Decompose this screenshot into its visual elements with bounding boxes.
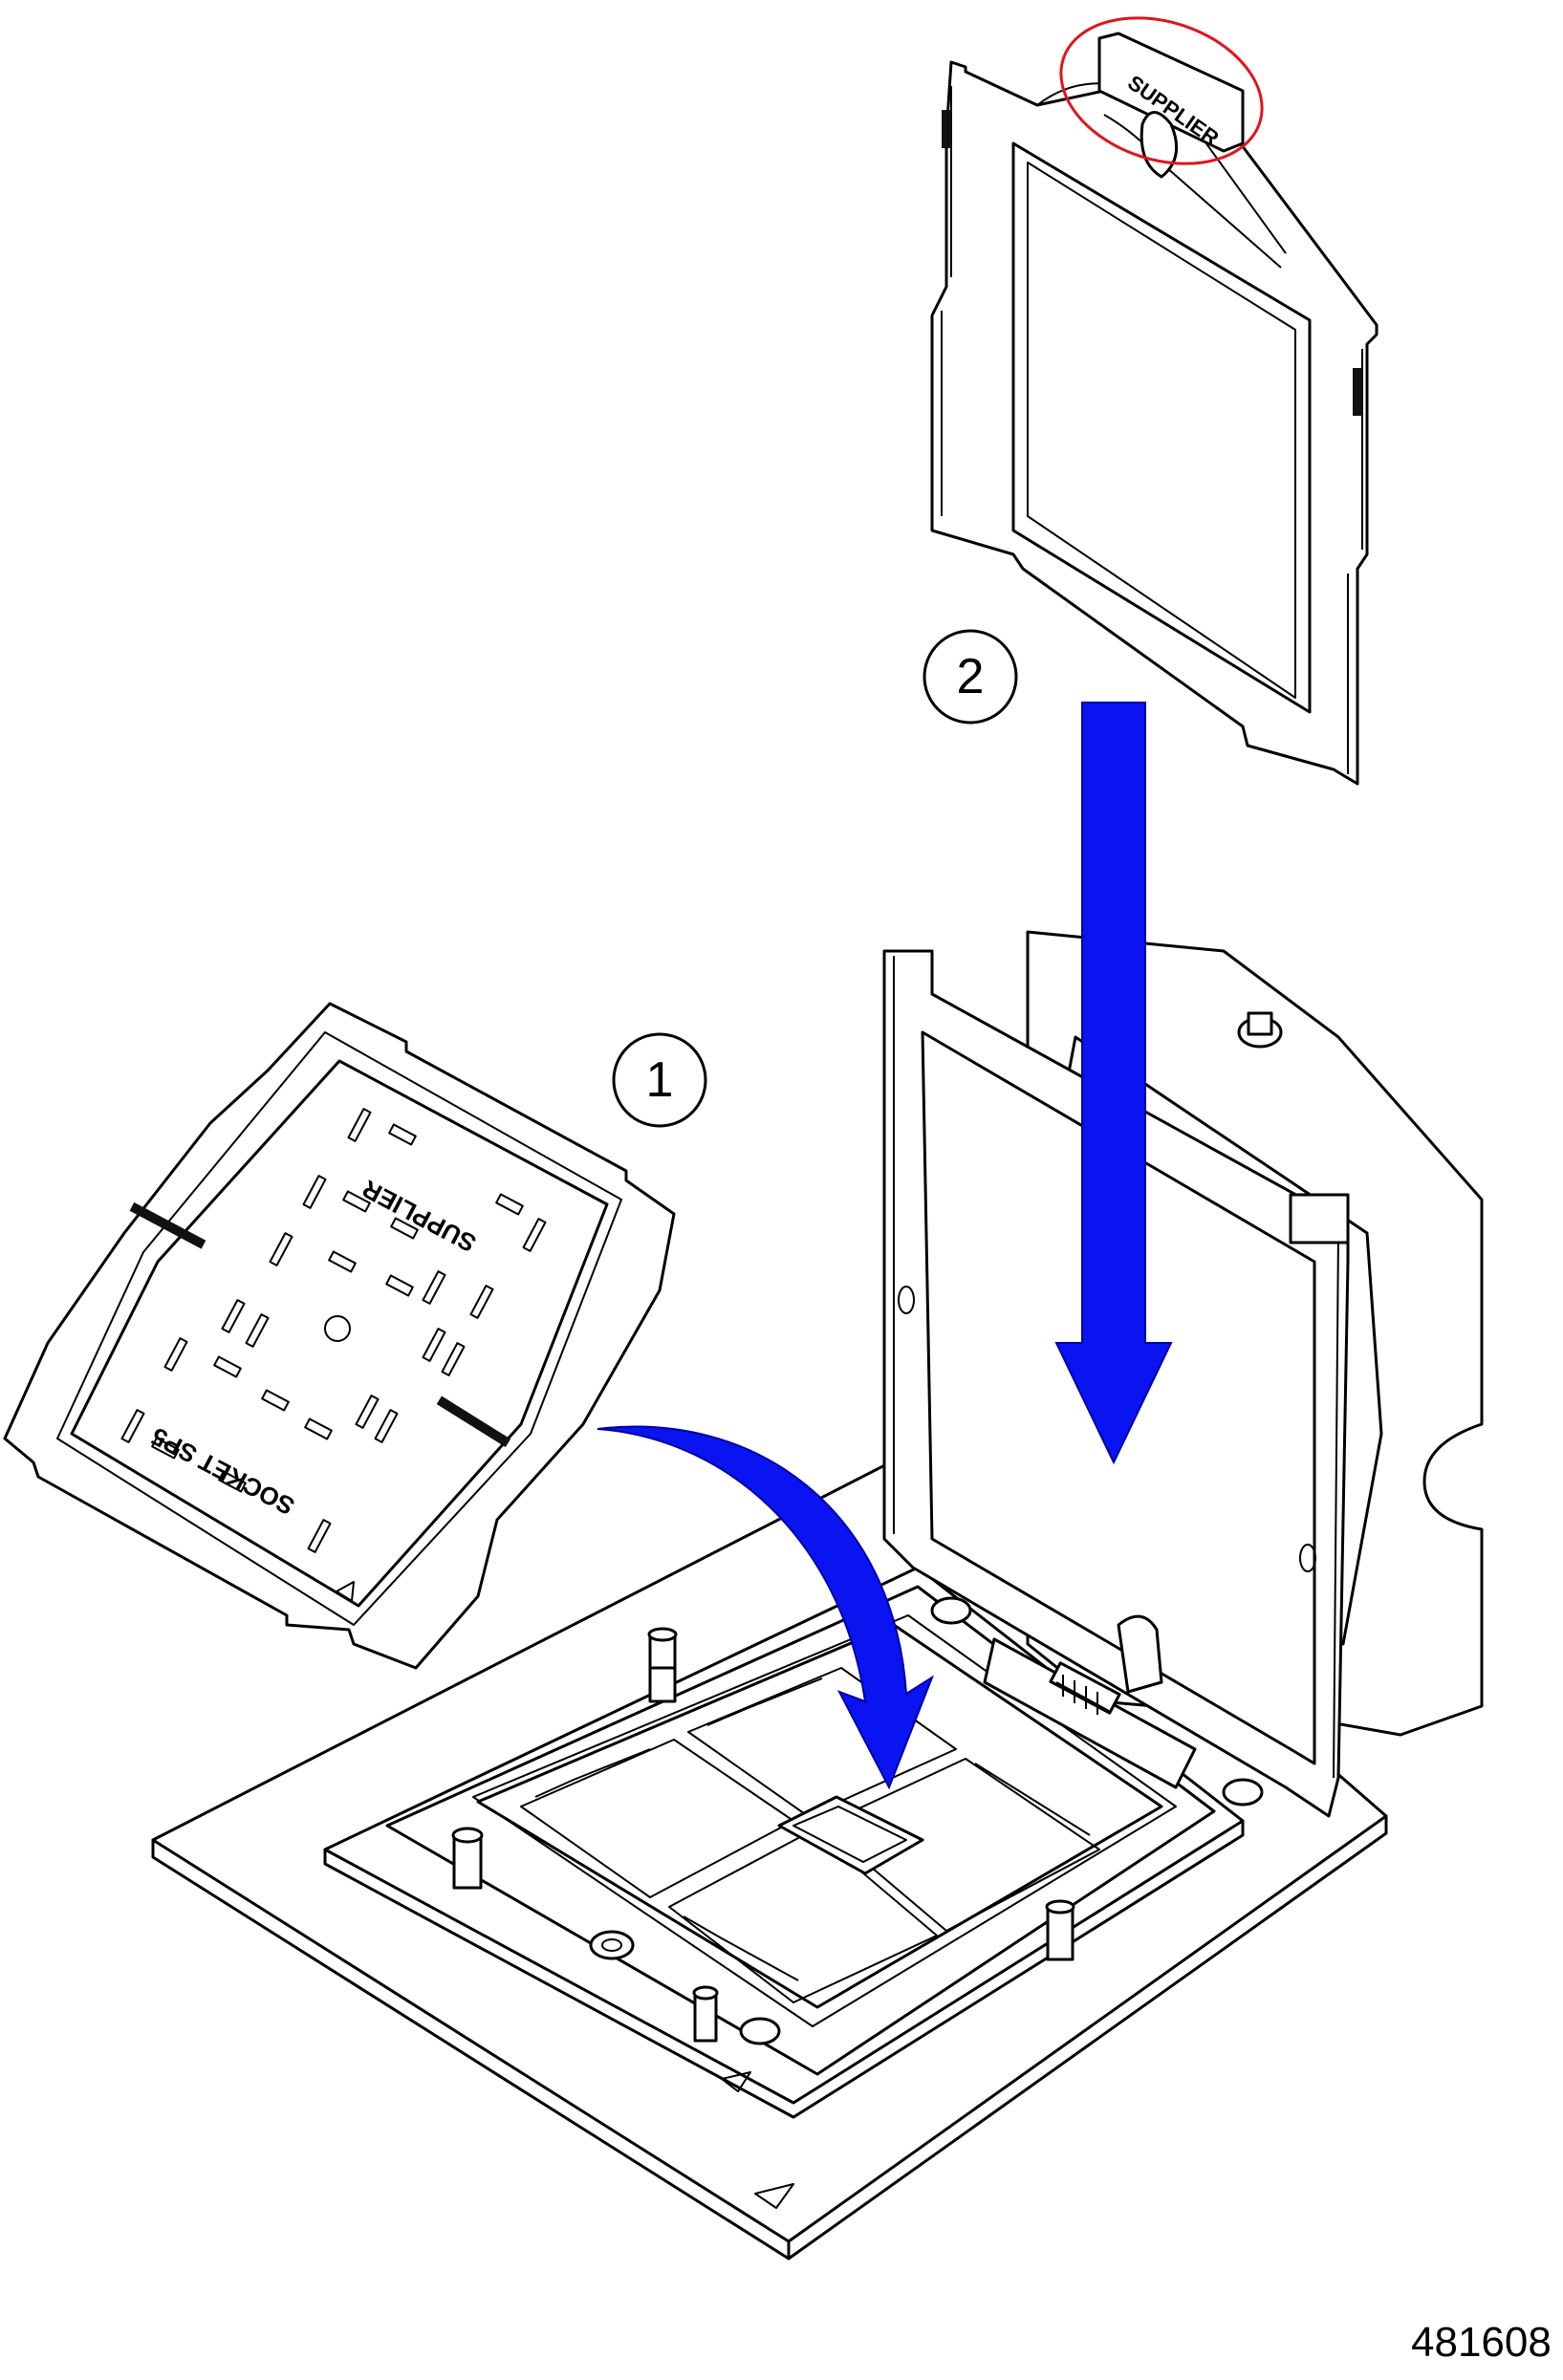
socket-contact-fields xyxy=(476,1623,1163,2009)
screw-posts xyxy=(451,1596,1264,2045)
screw-post-bottom xyxy=(692,1985,719,2043)
contact-field-bottom xyxy=(668,1829,938,2003)
socket-protective-cap: SUPPLIER SOCKET SP5 xyxy=(3,1002,676,1670)
cap-slots xyxy=(120,1108,547,1553)
nut-left xyxy=(589,1930,635,1960)
cpu-carrier-frame: SUPPLIER xyxy=(930,16,1378,786)
nut-right xyxy=(1222,1778,1264,1807)
contact-field-right xyxy=(821,1758,1100,1932)
screw-post-left-top xyxy=(647,1627,678,1703)
orientation-triangle-frame xyxy=(721,2071,751,2092)
hinge-spring-mechanism xyxy=(983,1614,1197,1789)
contact-field-top xyxy=(687,1667,957,1817)
step2-number: 2 xyxy=(957,649,985,704)
step2-arrow xyxy=(1054,702,1173,1465)
nut-top xyxy=(930,1596,972,1625)
step1-number: 1 xyxy=(646,1052,674,1108)
screw-post-left xyxy=(451,1827,484,1890)
orientation-triangle-cap xyxy=(336,1581,355,1602)
step1-curved-arrow xyxy=(597,1425,935,1790)
carrier-supplier-tab: SUPPLIER xyxy=(1097,32,1245,179)
step2-callout: 2 xyxy=(923,629,1018,725)
highlight-circle xyxy=(1059,16,1264,165)
step1-callout: 1 xyxy=(612,1032,707,1128)
orientation-triangle-base xyxy=(754,2183,794,2209)
screw-post-right xyxy=(1045,1899,1075,1961)
figure-id: 481608 xyxy=(1411,2319,1552,2366)
nut-bottom xyxy=(739,2017,781,2045)
cap-center-hole xyxy=(324,1315,351,1342)
